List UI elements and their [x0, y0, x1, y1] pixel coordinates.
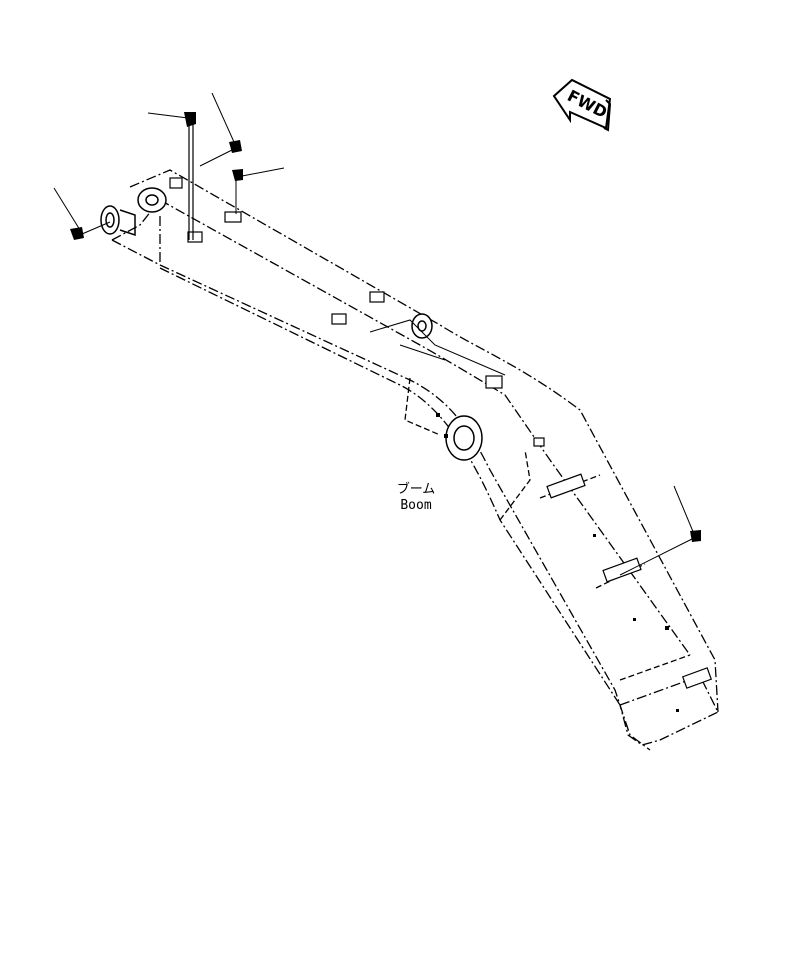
part-label-en: Boom: [400, 498, 432, 513]
grease-fitting-4: [53, 187, 111, 240]
pipe-clamps: [169, 177, 713, 689]
cylinder-mount-boss: [369, 313, 506, 461]
fwd-direction-arrow: FWD: [552, 78, 612, 132]
boom-body: [111, 169, 719, 751]
boom-part-label: ブーム Boom: [386, 482, 446, 514]
bolt-marks: [436, 413, 679, 712]
boom-foot-pin-boss: [100, 187, 167, 237]
grease-fitting-3: [232, 167, 285, 214]
grease-fitting-2: [199, 92, 242, 167]
grease-line: [188, 122, 194, 240]
grease-fitting-1: [147, 112, 196, 127]
part-label-jp: ブーム: [396, 482, 436, 497]
grease-fitting-5: [619, 485, 701, 576]
